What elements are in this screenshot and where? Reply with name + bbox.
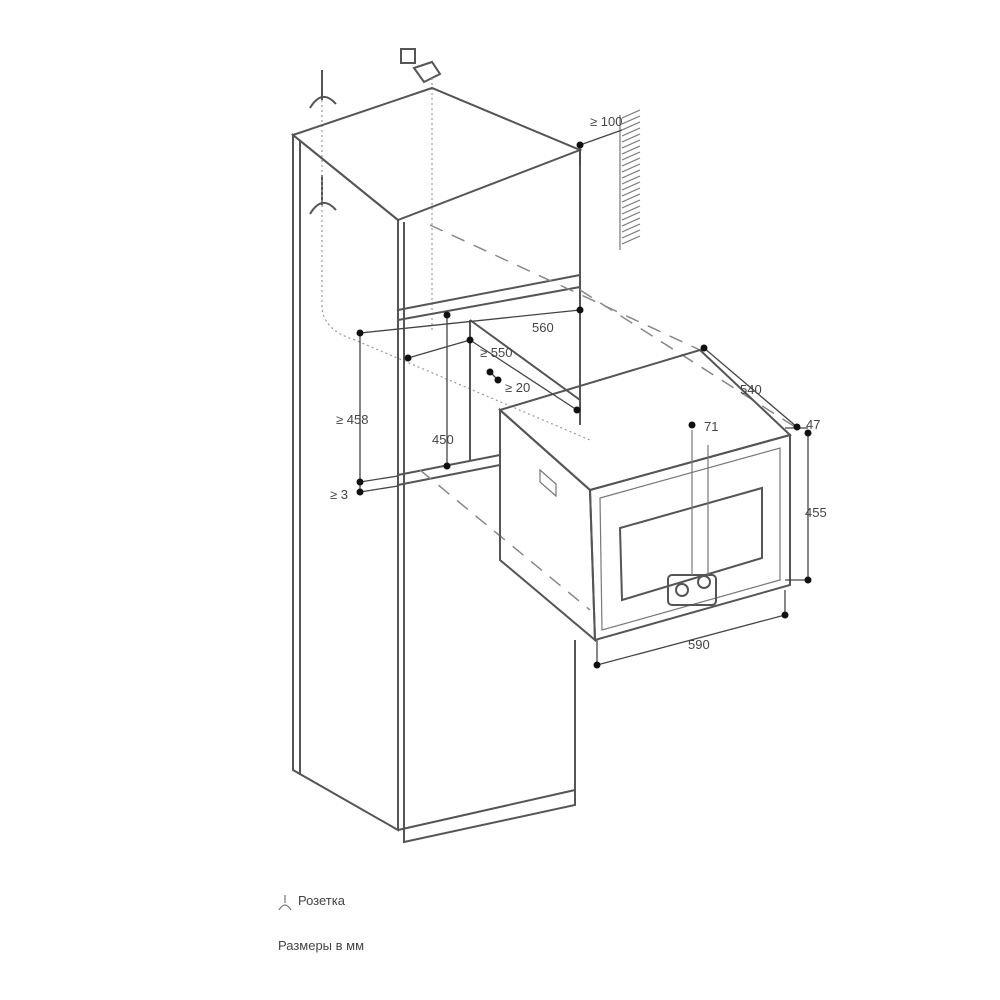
oven	[497, 348, 792, 643]
dimension-point	[576, 141, 584, 149]
cable-path	[321, 100, 591, 441]
socket-icon	[309, 70, 337, 109]
hatch-line	[621, 139, 641, 149]
hatch-line	[621, 157, 641, 167]
dim-rear-gap: ≥ 20	[505, 380, 530, 395]
dimension-point	[443, 462, 451, 470]
dimension-point	[443, 311, 451, 319]
hatch-line	[621, 175, 641, 185]
legend-socket: Розетка	[298, 893, 345, 908]
dim-front-protrusion: 47	[806, 417, 820, 432]
dimension-points	[356, 141, 812, 669]
dim-niche-width: 560	[532, 320, 554, 335]
socket-icon	[309, 175, 337, 215]
control-knob	[675, 583, 689, 597]
hatch-line	[621, 115, 641, 125]
hatch-line	[621, 163, 641, 173]
dim-niche-depth: ≥ 550	[480, 345, 512, 360]
hatch-line	[621, 169, 641, 179]
dimension-point	[356, 478, 364, 486]
dimension-point	[404, 354, 412, 362]
dimension-point	[356, 488, 364, 496]
dimension-point	[793, 423, 801, 431]
hatch-line	[621, 181, 641, 191]
dim-inner-height: 450	[432, 432, 454, 447]
hatch-line	[621, 151, 641, 161]
hatch-line	[621, 109, 641, 119]
dimension-point	[494, 376, 502, 384]
dimension-point	[593, 661, 601, 669]
dim-panel-offset: 71	[704, 419, 718, 434]
dim-wall-clearance: ≥ 100	[590, 114, 622, 129]
hatch-line	[621, 145, 641, 155]
legend-units: Размеры в мм	[278, 938, 365, 953]
dim-oven-depth: 540	[740, 382, 762, 397]
hatch-line	[621, 199, 641, 209]
dimension-point	[804, 429, 812, 437]
hatch-line	[621, 121, 641, 131]
wall-hatch	[619, 109, 641, 250]
dim-oven-height: 455	[805, 505, 827, 520]
hatch-line	[621, 217, 641, 227]
hatch-line	[621, 127, 641, 137]
tall-cabinet	[290, 86, 583, 844]
hatch-line	[621, 205, 641, 215]
control-knob	[697, 575, 711, 589]
dim-oven-width: 590	[688, 637, 710, 652]
hatch-line	[621, 235, 641, 245]
hatch-line	[621, 133, 641, 143]
dimension-point	[573, 406, 581, 414]
hatch-line	[621, 187, 641, 197]
hatch-line	[621, 223, 641, 233]
oven-handle-slot	[539, 468, 557, 498]
dimension-point	[486, 368, 494, 376]
socket-icon	[278, 895, 292, 911]
hatch-line	[621, 193, 641, 203]
dimension-point	[781, 611, 789, 619]
dimension-lines	[359, 129, 809, 666]
dim-bottom-gap: ≥ 3	[330, 487, 348, 502]
hatch-line	[621, 211, 641, 221]
dimension-point	[576, 306, 584, 314]
dimension-point	[700, 344, 708, 352]
dimension-point	[466, 336, 474, 344]
plug-icon	[400, 48, 442, 84]
dimension-point	[688, 421, 696, 429]
hatch-line	[621, 229, 641, 239]
dimension-point	[356, 329, 364, 337]
dimension-point	[804, 576, 812, 584]
dim-niche-height: ≥ 458	[336, 412, 368, 427]
